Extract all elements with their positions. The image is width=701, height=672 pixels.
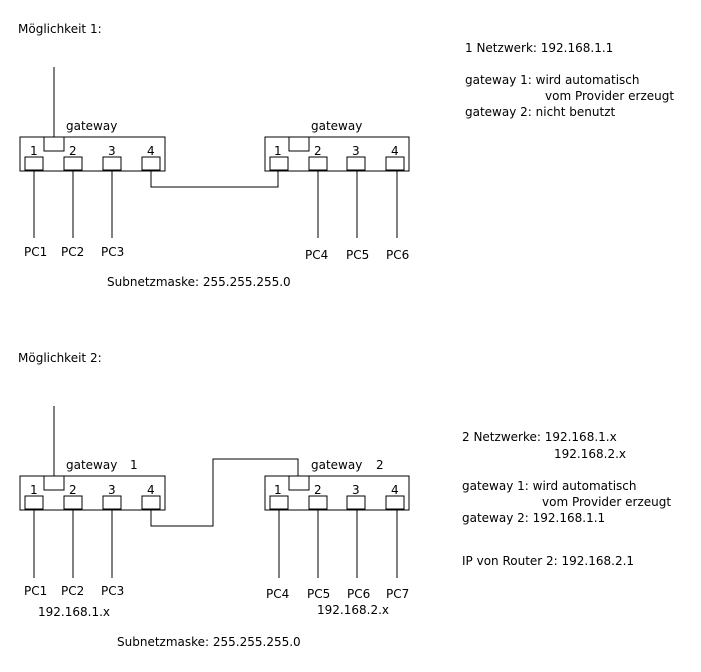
network-address-label: 192.168.1.x	[38, 605, 110, 619]
gateway-number: 2	[376, 458, 384, 472]
info-line: 192.168.2.x	[554, 447, 626, 461]
gateway-link-cable	[150, 458, 299, 527]
gateway-label: gateway	[311, 458, 362, 472]
info-block-1: 1 Netzwerk: 192.168.1.1 gateway 1: wird …	[465, 41, 674, 119]
port	[269, 495, 289, 510]
port-number: 2	[314, 483, 322, 497]
gateway-left-2: gateway 1 1 2 3 4	[19, 406, 166, 511]
port-number: 2	[69, 483, 77, 497]
port-number: 1	[30, 144, 38, 158]
port	[346, 156, 366, 171]
wan-port	[288, 136, 310, 152]
pc-label: PC4	[305, 248, 328, 262]
port	[63, 156, 83, 171]
info-line: vom Provider erzeugt	[545, 89, 674, 103]
info-line: IP von Router 2: 192.168.2.1	[462, 554, 634, 568]
port	[269, 156, 289, 171]
port-number: 4	[391, 483, 399, 497]
section-1: Möglichkeit 1: gateway 1 2 3 4 gateway 1…	[18, 22, 674, 289]
pc-label: PC5	[307, 587, 330, 601]
pc-label: PC5	[346, 248, 369, 262]
pc-label: PC7	[386, 587, 409, 601]
pc-label: PC6	[386, 248, 409, 262]
gateway-label: gateway	[311, 119, 362, 133]
wan-port	[43, 136, 65, 152]
port-number: 2	[69, 144, 77, 158]
gateway-link-cable	[150, 170, 279, 188]
port	[141, 156, 161, 171]
port-number: 3	[352, 144, 360, 158]
port-number: 3	[108, 144, 116, 158]
pc-label: PC4	[266, 587, 289, 601]
gateway-right-2: gateway 2 1 2 3 4	[264, 458, 410, 511]
port-number: 3	[352, 483, 360, 497]
port	[63, 495, 83, 510]
port	[385, 156, 405, 171]
port-number: 1	[274, 483, 282, 497]
pc-label: PC6	[347, 587, 370, 601]
section2-heading: Möglichkeit 2:	[18, 351, 102, 365]
info-line: gateway 2: 192.168.1.1	[462, 511, 605, 525]
port	[102, 156, 122, 171]
port	[24, 495, 44, 510]
section-2: Möglichkeit 2: gateway 1 1 2 3 4 gateway…	[18, 351, 671, 649]
info-line: gateway 1: wird automatisch	[462, 479, 636, 493]
port-number: 4	[147, 144, 155, 158]
gateway-label: gateway	[66, 119, 117, 133]
gateway-number: 1	[130, 458, 138, 472]
info-line: vom Provider erzeugt	[542, 495, 671, 509]
port	[308, 495, 328, 510]
info-line: 1 Netzwerk: 192.168.1.1	[465, 41, 613, 55]
port-number: 3	[108, 483, 116, 497]
gateway-left-1: gateway 1 2 3 4	[19, 67, 166, 172]
pc-label: PC2	[61, 245, 84, 259]
port-number: 1	[274, 144, 282, 158]
section1-heading: Möglichkeit 1:	[18, 22, 102, 36]
gateway-label: gateway	[66, 458, 117, 472]
port-number: 1	[30, 483, 38, 497]
info-line: gateway 2: nicht benutzt	[465, 105, 616, 119]
pc-label: PC2	[61, 584, 84, 598]
wan-port	[43, 475, 65, 491]
pc-label: PC1	[24, 245, 47, 259]
subnet-mask-label: Subnetzmaske: 255.255.255.0	[107, 275, 291, 289]
info-block-2: 2 Netzwerke: 192.168.1.x 192.168.2.x gat…	[462, 430, 671, 568]
pc-label: PC1	[24, 584, 47, 598]
pc-label: PC3	[101, 584, 124, 598]
port	[308, 156, 328, 171]
port-number: 4	[391, 144, 399, 158]
subnet-mask-label: Subnetzmaske: 255.255.255.0	[117, 635, 301, 649]
info-line: gateway 1: wird automatisch	[465, 73, 639, 87]
port-number: 4	[147, 483, 155, 497]
port	[102, 495, 122, 510]
port	[24, 156, 44, 171]
gateway-right-1: gateway 1 2 3 4	[264, 119, 410, 172]
pc-label: PC3	[101, 245, 124, 259]
info-line: 2 Netzwerke: 192.168.1.x	[462, 430, 617, 444]
network-address-label: 192.168.2.x	[317, 603, 389, 617]
port	[141, 495, 161, 510]
port	[385, 495, 405, 510]
port	[346, 495, 366, 510]
port-number: 2	[314, 144, 322, 158]
wan-port	[288, 475, 310, 491]
